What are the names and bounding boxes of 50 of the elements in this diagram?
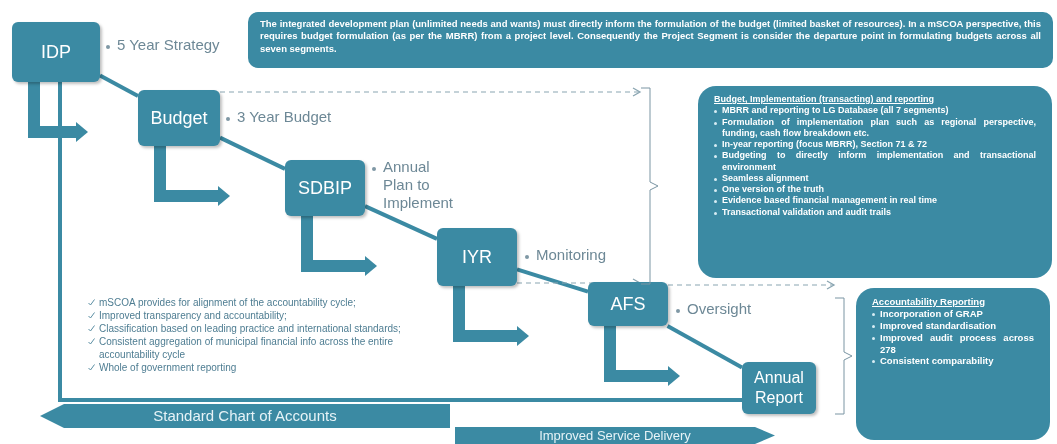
process-box: SDBIP: [285, 160, 365, 216]
bullet-text: Incorporation of GRAP: [880, 307, 983, 320]
bent-block-arrow: [604, 326, 680, 386]
bullet-text: Consistent comparability: [880, 355, 994, 368]
connector-line: [364, 204, 438, 241]
bent-block-arrow: [28, 82, 88, 142]
bullet-text: MBRR and reporting to LG Database (all 7 segments): [722, 105, 949, 117]
bracket: [640, 86, 660, 286]
checklist-text: mSCOA provides for alignment of the accountability cycle;: [99, 296, 356, 309]
panel-heading: Accountability Reporting: [872, 296, 986, 308]
connector-line: [516, 267, 589, 294]
checklist-text: Improved transparency and accountability;: [99, 309, 287, 322]
left-arrow-banner: Standard Chart of Accounts: [40, 404, 450, 428]
bullet-text: Improved audit process across 278: [880, 331, 1034, 356]
stage-description: Oversight: [687, 300, 752, 318]
bullet-text: Transactional validation and audit trails: [722, 206, 892, 218]
checklist-text: Whole of government reporting: [99, 361, 237, 374]
bullet-text: Seamless alignment: [722, 172, 809, 184]
bent-block-arrow: [453, 286, 529, 346]
dashed-arrow: [667, 280, 835, 290]
process-box: Budget: [138, 90, 220, 146]
connector-line: [58, 82, 742, 402]
checklist-text: Classification based on leading practice and international standards;: [99, 322, 401, 335]
connector-line: [666, 324, 743, 370]
bullet-text: Evidence based financial management in real time: [722, 195, 938, 207]
bullet-text: Formulation of implementation plan such as regional perspective, funding, cash flow breakdown etc.: [722, 116, 1036, 139]
stage-description: Annual Plan to Implement: [383, 158, 455, 212]
bullet-text: One version of the truth: [722, 184, 824, 196]
bullet-text: Improved standardisation: [880, 319, 997, 332]
info-panel: [856, 288, 1050, 440]
connector-line: [219, 135, 286, 171]
connector-line: [99, 73, 139, 98]
bullet-text: Budgeting to directly inform implementation and transactional environment: [722, 150, 1036, 173]
stage-description: Monitoring: [536, 246, 607, 264]
process-box: Annual Report: [742, 362, 816, 414]
bullet-text: In-year reporting (focus MBRR), Section 71 & 72: [722, 139, 928, 151]
panel-heading: Budget, Implementation (transacting) and reporting: [714, 94, 935, 106]
bent-block-arrow: [154, 146, 230, 206]
right-arrow-banner: Improved Service Delivery: [455, 427, 775, 444]
process-box: AFS: [588, 282, 668, 326]
info-banner: The integrated development plan (unlimited needs and wants) must directly inform the formulation of the budget (limited basket of resources). In a mSCOA perspective, this requires budget formulation (as per the MBRR) from a project level. Consequently the Project Segment is consider the departure point in formulating budgets across all seven segments.: [248, 12, 1053, 68]
checklist-text: Consistent aggregation of municipal financial info across the entire accountability cycle: [99, 335, 395, 361]
bracket: [834, 296, 854, 416]
process-box: IYR: [437, 228, 517, 286]
process-box: IDP: [12, 22, 100, 82]
info-panel: [698, 86, 1052, 278]
stage-description: 5 Year Strategy: [117, 36, 220, 54]
stage-description: 3 Year Budget: [237, 108, 332, 126]
dashed-arrow: [219, 87, 641, 97]
bent-block-arrow: [301, 216, 377, 276]
